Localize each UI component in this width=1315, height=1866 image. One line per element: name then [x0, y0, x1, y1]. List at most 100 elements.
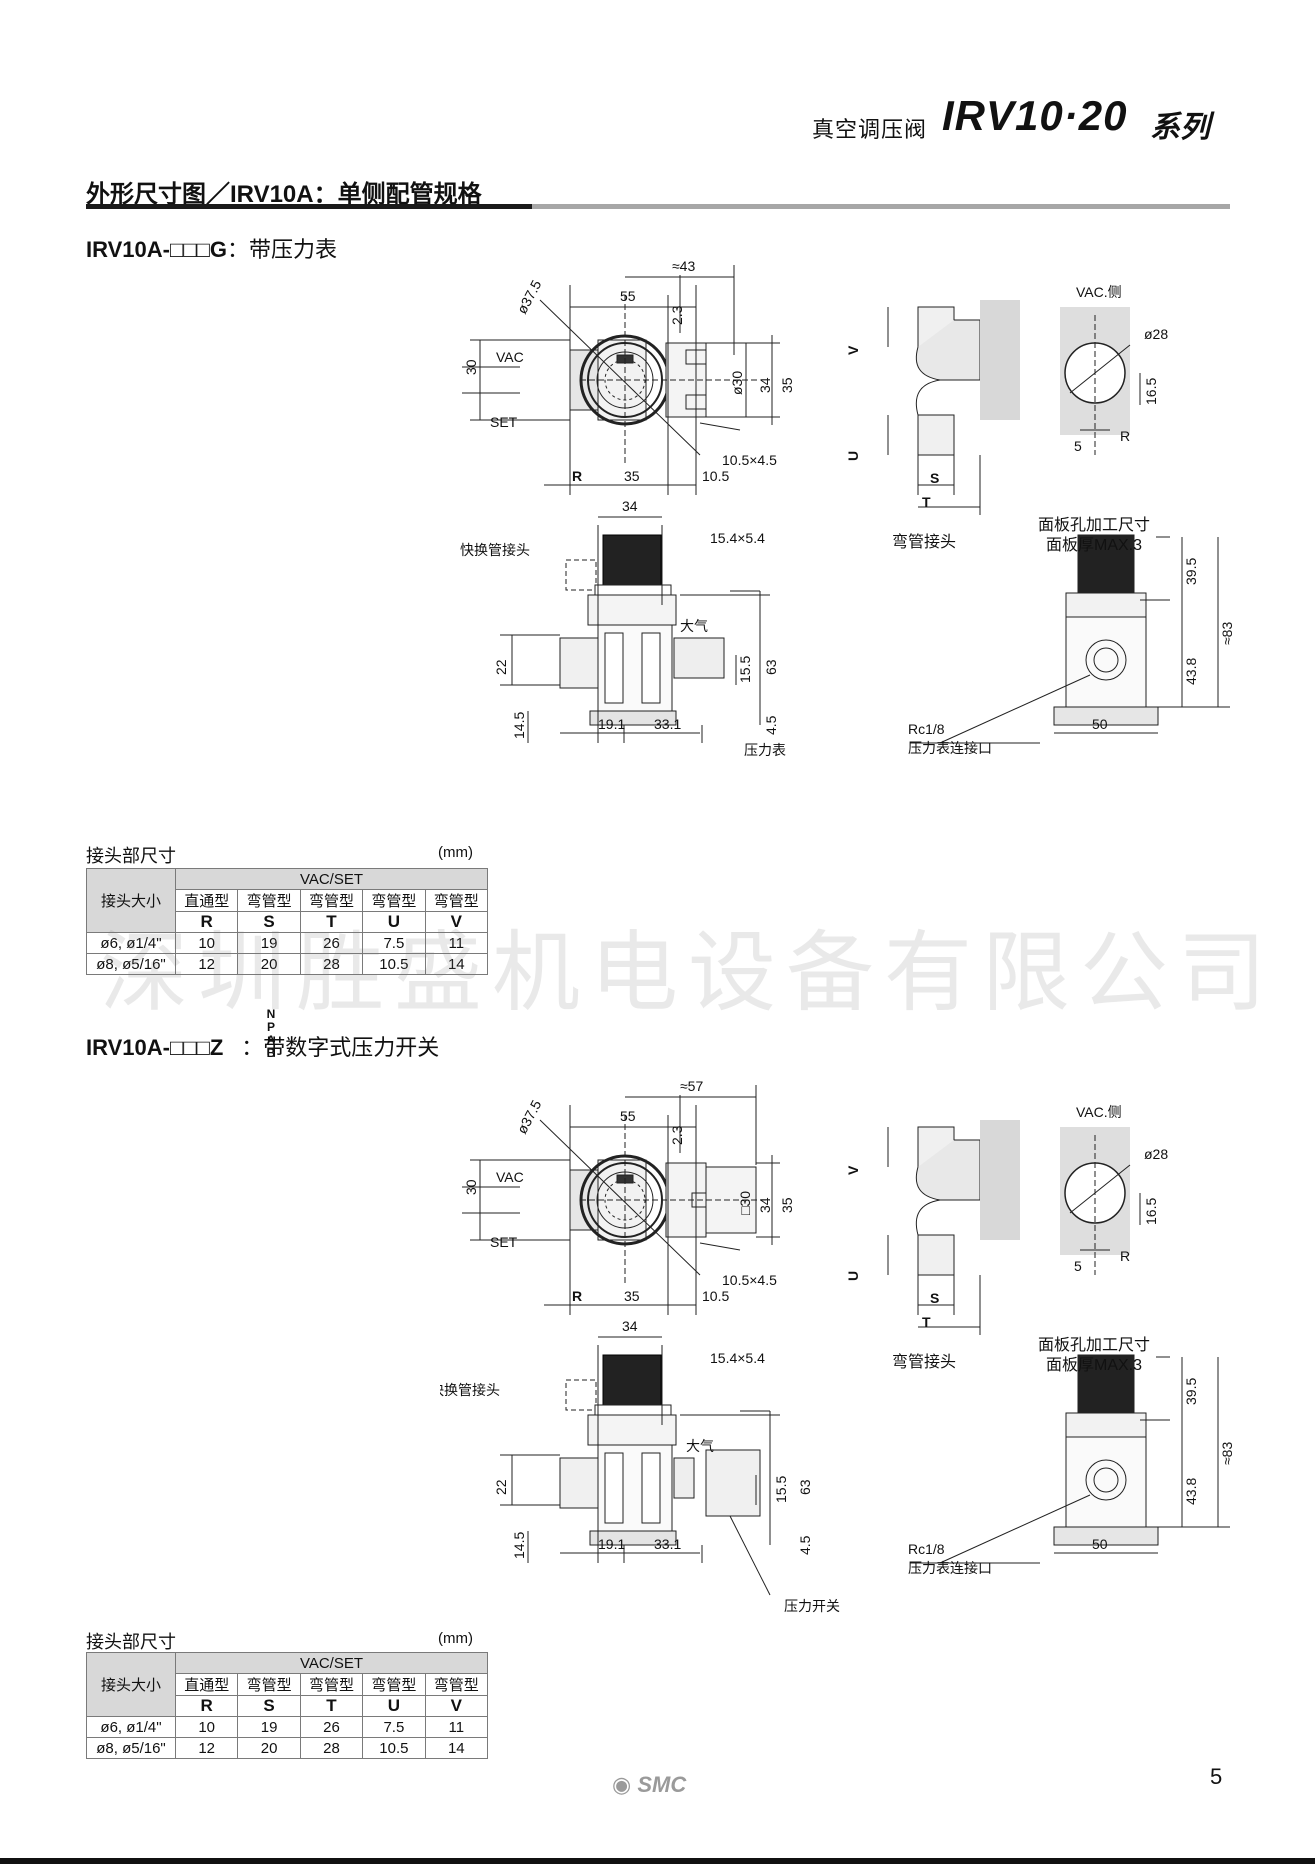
page-number: 5 — [1210, 1764, 1223, 1789]
block1-drawing: ø37.5 ≈43 55 2.3 30 VAC SET ø30 34 35 10… — [460, 258, 1235, 758]
b1-front-fitting: 快换管接头 — [460, 542, 530, 558]
b1-front-device: 压力表 — [744, 742, 786, 758]
b2-front-d145: 14.5 — [511, 1532, 527, 1559]
block1-table-caption: 接头部尺寸 — [86, 846, 176, 866]
b1-panel-d5: 5 — [1074, 438, 1082, 454]
block2-npab: N P A B — [264, 1008, 278, 1060]
smc-logo-text: SMC — [637, 1772, 687, 1797]
b1-front-slot: 15.4×5.4 — [710, 530, 765, 546]
block2-front-view — [500, 1336, 780, 1596]
b2-elbow-v: V — [845, 1165, 861, 1175]
b2-cell: 10 — [174, 1716, 239, 1738]
b2-front-device: 压力开关 — [784, 1598, 840, 1614]
b1-type: 直通型 — [174, 889, 239, 912]
block2-table-caption: 接头部尺寸 — [86, 1632, 176, 1652]
b1-top-d30c: ø30 — [729, 371, 745, 395]
b2-front-d22: 22 — [493, 1479, 509, 1495]
b2-front-d331: 33.1 — [654, 1536, 681, 1552]
b2-panel-caption1: 面板孔加工尺寸 — [1038, 1336, 1150, 1354]
block1-elbow-view — [887, 300, 1020, 515]
b2-front-atm: 大气 — [686, 1438, 714, 1454]
series-prefix: 真空调压阀 — [812, 117, 928, 142]
block1-model: IRV10A-□□□G — [86, 237, 227, 262]
b1-elbow-s: S — [930, 470, 939, 486]
b2-letter: V — [424, 1695, 489, 1717]
b2-side-d50: 50 — [1092, 1536, 1108, 1552]
b1-side-d50: 50 — [1092, 716, 1108, 732]
b1-cell: 28 — [299, 953, 364, 975]
b2-panel-vacside: VAC.侧 — [1076, 1104, 1122, 1120]
b2-type: 弯管型 — [299, 1673, 364, 1696]
block2-port-table: 接头大小 VAC/SET 直通型 弯管型 弯管型 弯管型 弯管型 R S T U… — [86, 1652, 489, 1759]
b1-top-d43: ≈43 — [672, 258, 695, 274]
b1-elbow-u: U — [845, 451, 861, 461]
b1-top-set: SET — [490, 414, 518, 430]
b2-top-d37: ø37.5 — [514, 1097, 545, 1136]
b1-side-d395: 39.5 — [1183, 558, 1199, 585]
block2-model: IRV10A-□□□Z — [86, 1035, 224, 1060]
b2-top-d30v: 30 — [463, 1179, 479, 1195]
b1-front-d191: 19.1 — [598, 716, 625, 732]
b1-top-vac: VAC — [496, 349, 524, 365]
b2-elbow-t: T — [922, 1314, 931, 1330]
block2-top-view — [462, 1085, 780, 1315]
b2-top-d23: 2.3 — [669, 1125, 685, 1145]
block1-desc: ：带压力表 — [226, 237, 337, 262]
b1-side-portdesc: 压力表连接口 — [908, 740, 992, 756]
b1-top-d23: 2.3 — [669, 305, 685, 325]
b1-cell: 12 — [174, 953, 239, 975]
b2-panel-d28: ø28 — [1144, 1146, 1168, 1162]
b2-front-d63: 63 — [797, 1479, 813, 1495]
b2-letter: R — [174, 1695, 239, 1717]
b1-type: 弯管型 — [237, 889, 301, 912]
b2-cell: 12 — [174, 1737, 239, 1759]
b2-cell: 20 — [237, 1737, 301, 1759]
b2-letter: S — [237, 1695, 301, 1717]
b1-panel-d165: 16.5 — [1143, 378, 1159, 405]
b1-top-r: R — [572, 468, 582, 484]
block2-drawing: ø37.5 ≈57 55 2.3 30 VAC SET □30 34 35 10… — [440, 1078, 1235, 1614]
b1-cell: 10.5 — [362, 953, 426, 975]
b2-elbow-caption: 弯管接头 — [892, 1353, 956, 1371]
b1-front-d63: 63 — [763, 659, 779, 675]
b1-top-d37: ø37.5 — [514, 277, 545, 316]
b1-type: 弯管型 — [424, 889, 489, 912]
b2-panel-r: R — [1120, 1248, 1130, 1264]
b2-cell: 14 — [424, 1737, 489, 1759]
b1-row-header: 接头大小 — [86, 868, 176, 933]
npab-letter: A — [266, 1033, 276, 1047]
b1-side-d83: ≈83 — [1219, 622, 1235, 645]
b1-front-d22: 22 — [493, 659, 509, 675]
b1-top-slot: 10.5×4.5 — [722, 452, 777, 468]
b2-top-d35h: 35 — [624, 1288, 640, 1304]
block1-subtitle: IRV10A-□□□G：带压力表 — [86, 232, 337, 264]
b2-letter: U — [362, 1695, 426, 1717]
b2-cell: 28 — [299, 1737, 364, 1759]
b2-top-d34: 34 — [757, 1197, 773, 1213]
b2-group: VAC/SET — [175, 1652, 488, 1674]
b2-front-d45: 4.5 — [797, 1535, 813, 1555]
b2-top-r: R — [572, 1288, 582, 1304]
bottom-rule — [0, 1858, 1315, 1864]
b1-side-d438: 43.8 — [1183, 658, 1199, 685]
b2-top-slot: 10.5×4.5 — [722, 1272, 777, 1288]
b2-size: ø8, ø5/16" — [86, 1737, 176, 1759]
b2-front-d155: 15.5 — [773, 1476, 789, 1503]
b2-side-port: Rc1/8 — [908, 1541, 945, 1557]
b2-top-d105: 10.5 — [702, 1288, 729, 1304]
b1-top-d30v: 30 — [463, 359, 479, 375]
smc-logo: ◉ SMC — [612, 1772, 686, 1798]
block1-port-table: 接头大小 VAC/SET 直通型 弯管型 弯管型 弯管型 弯管型 R S T U… — [86, 868, 489, 975]
block2-side-view — [910, 1354, 1230, 1564]
smc-logo-icon: ◉ — [612, 1772, 632, 1797]
b2-row-header: 接头大小 — [86, 1652, 176, 1717]
b1-panel-d28: ø28 — [1144, 326, 1168, 342]
b2-top-set: SET — [490, 1234, 518, 1250]
b1-elbow-t: T — [922, 494, 931, 510]
section-title: 外形尺寸图／IRV10A：单侧配管规格 — [86, 181, 482, 208]
b2-front-fitting: 快换管接头 — [440, 1382, 500, 1398]
b2-panel-d165: 16.5 — [1143, 1198, 1159, 1225]
b1-top-d35v: 35 — [779, 377, 795, 393]
block1-top-view — [462, 265, 780, 495]
b2-front-slot: 15.4×5.4 — [710, 1350, 765, 1366]
